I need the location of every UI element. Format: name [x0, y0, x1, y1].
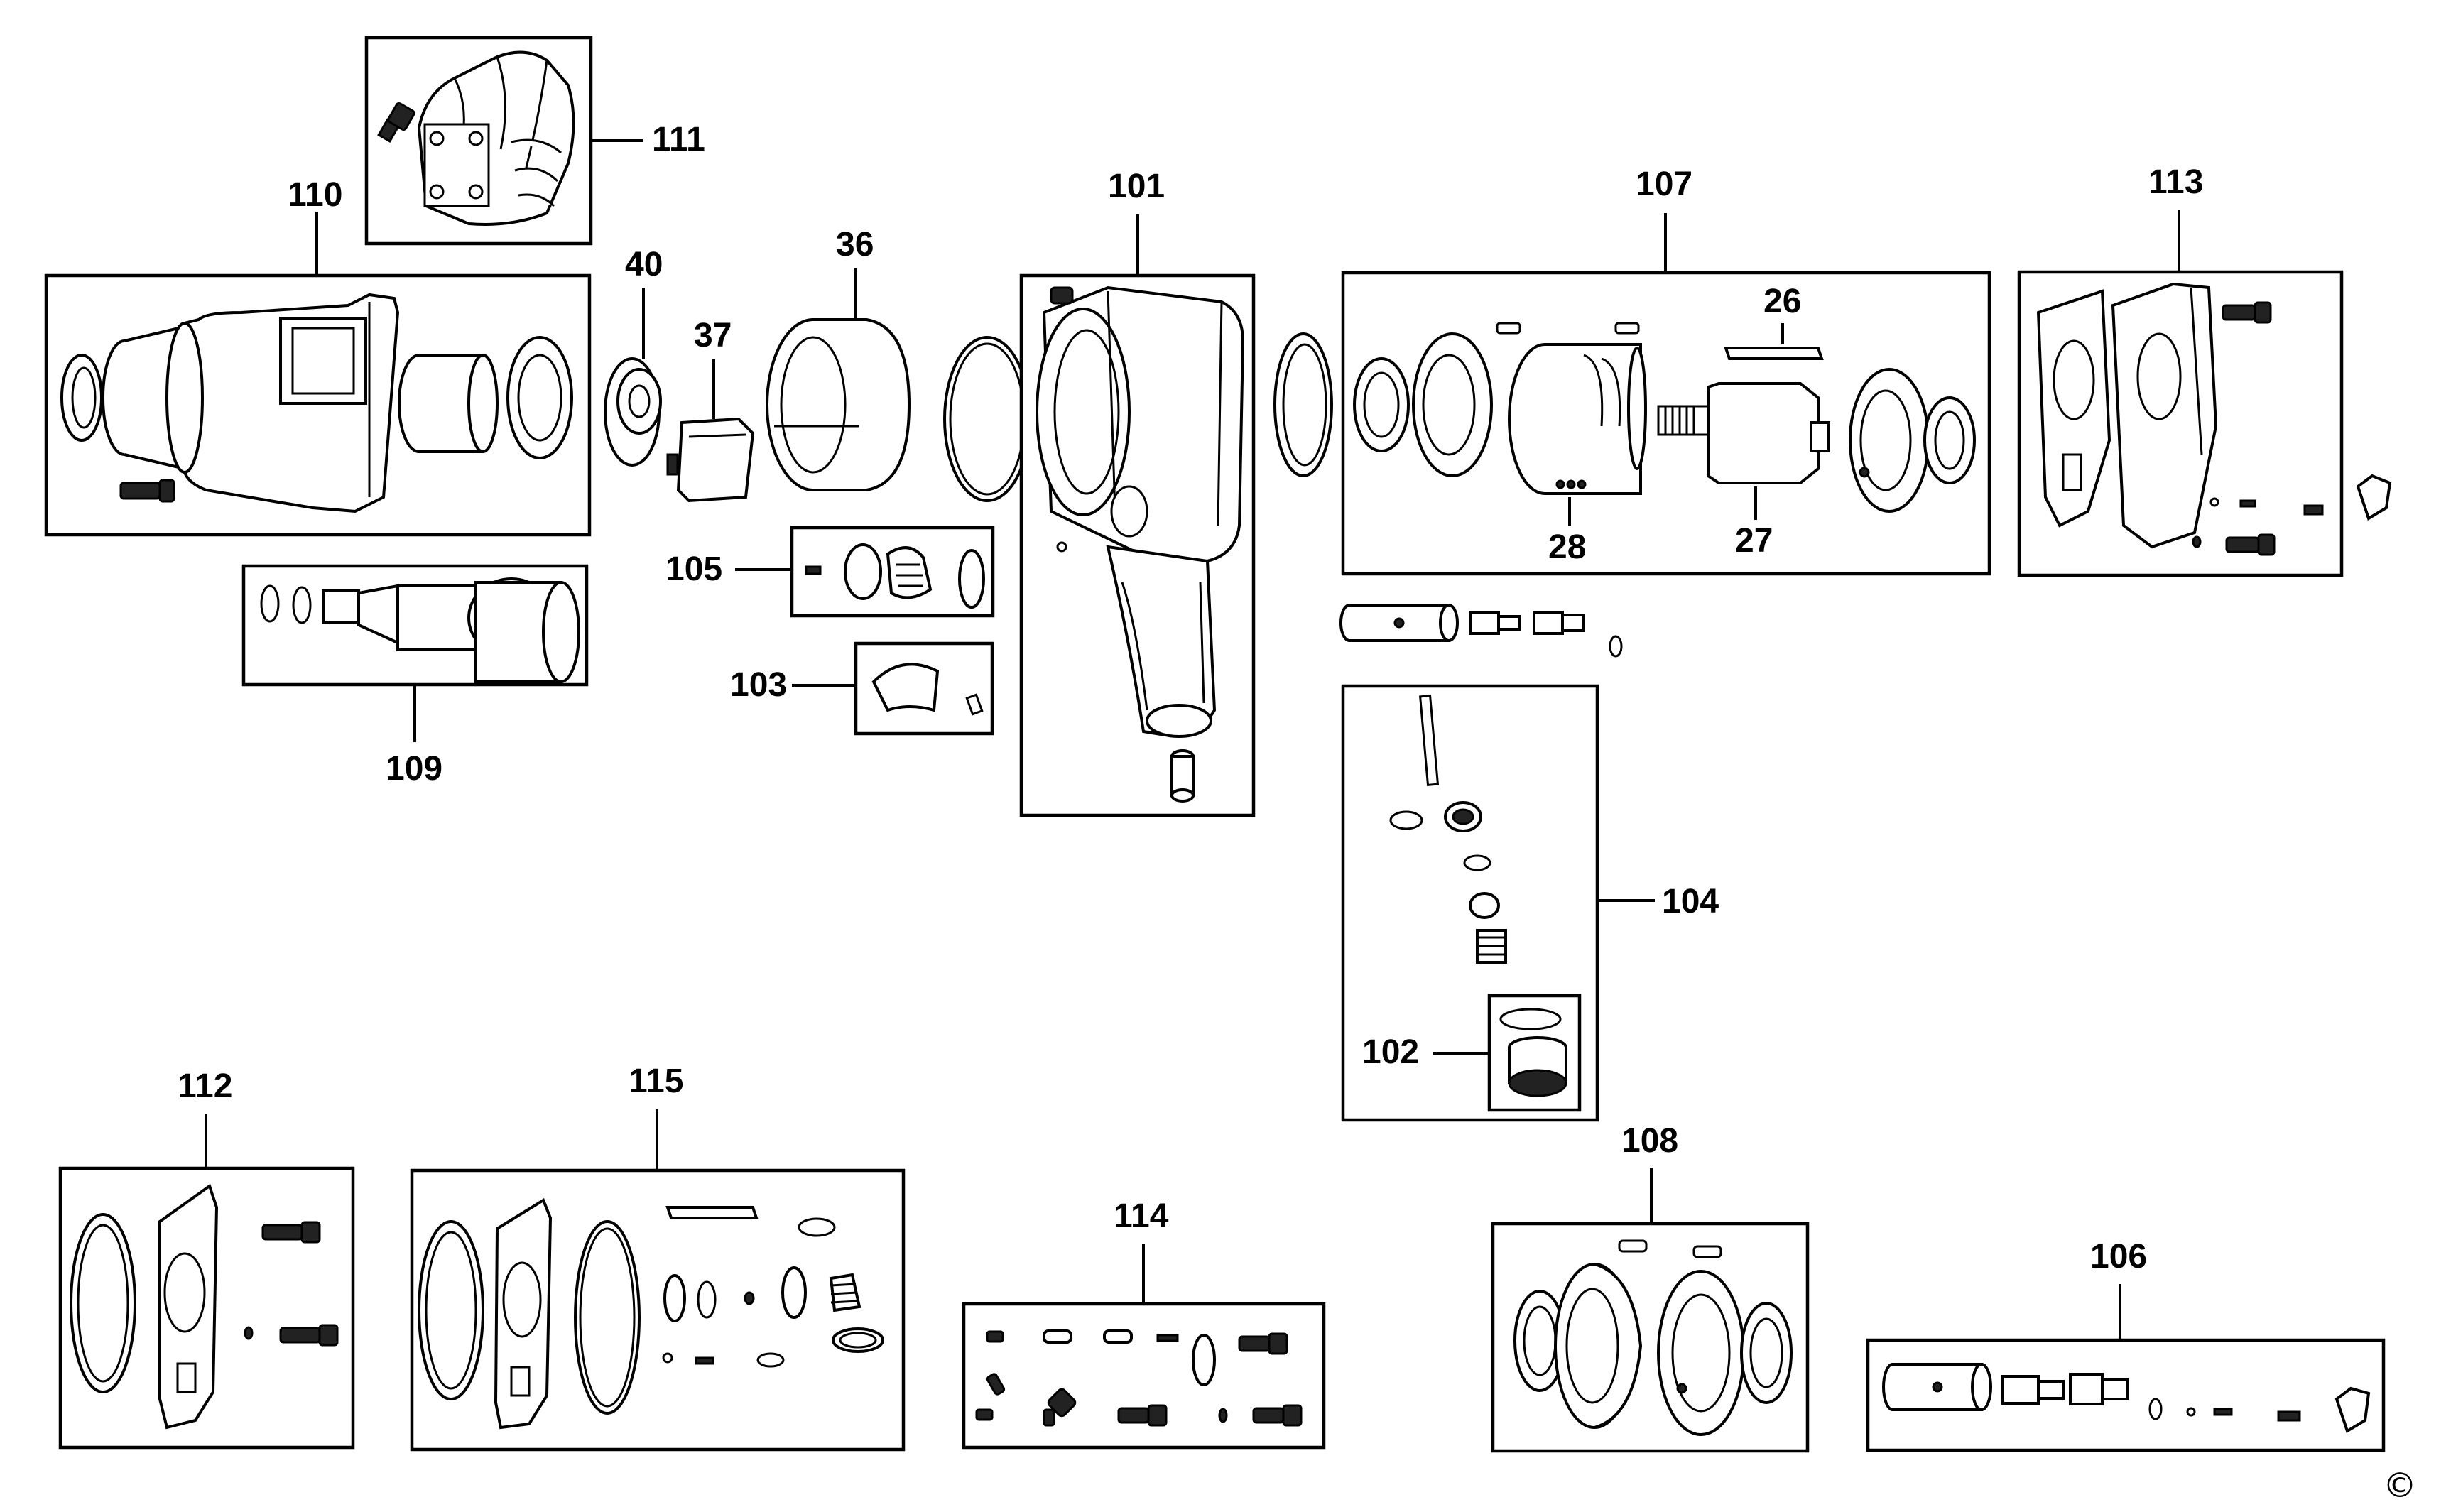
part-group-112: 112 [58, 1067, 355, 1450]
part-group-110: 110 [44, 176, 592, 537]
sleeve-part [398, 354, 499, 453]
callout-105: 105 [665, 550, 722, 588]
part-40: 40 [604, 246, 663, 467]
part-group-111: 111 [364, 36, 705, 246]
callout-27: 27 [1735, 522, 1773, 560]
anvil-part [322, 577, 580, 683]
part-group-106: 106 [1866, 1238, 2386, 1452]
rear-end-plate-part [1412, 332, 1493, 477]
bearing-part-front [1923, 396, 1976, 484]
bearing-part [1353, 357, 1410, 452]
copyright-symbol: © [2383, 1466, 2417, 1506]
callout-101: 101 [1108, 168, 1165, 205]
callout-106: 106 [2090, 1238, 2147, 1276]
front-end-plate-part [1849, 368, 1930, 513]
part-36: 36 [766, 226, 911, 491]
callout-40: 40 [625, 246, 663, 283]
callout-28: 28 [1548, 528, 1586, 566]
callout-108: 108 [1621, 1122, 1678, 1160]
callout-102: 102 [1362, 1033, 1419, 1071]
valve-stem-parts [1339, 604, 1623, 658]
part-37: 37 [666, 317, 755, 503]
part-group-113: 113 [2017, 163, 2392, 577]
callout-26: 26 [1763, 283, 1801, 320]
callout-111: 111 [652, 121, 705, 158]
screw-part-112b [279, 1324, 339, 1347]
screw-part-113b [2225, 533, 2276, 556]
inlet-bushing-part [1170, 749, 1195, 803]
callout-104: 104 [1662, 883, 1719, 920]
callout-109: 109 [386, 750, 442, 788]
callout-36: 36 [836, 226, 874, 263]
gasket-plate-part [158, 1183, 219, 1430]
motor-housing-part [1036, 285, 1245, 738]
part-group-115: 115 [410, 1062, 906, 1452]
back-cap-part [2111, 282, 2218, 549]
gasket-ring-part [70, 1213, 136, 1393]
housing-cover-part [417, 50, 575, 226]
vane-part-26 [1724, 347, 1824, 360]
callout-112: 112 [178, 1067, 232, 1105]
callout-110: 110 [288, 176, 342, 214]
screw-part [377, 102, 415, 143]
screw-part-113a [2222, 301, 2272, 324]
part-group-108: 108 [1491, 1122, 1810, 1453]
cylinder-part-28 [1508, 343, 1647, 495]
callout-113: 113 [2148, 163, 2203, 201]
part-group-114: 114 [962, 1197, 1326, 1450]
callout-114: 114 [1114, 1197, 1169, 1235]
gasket-part [2036, 289, 2111, 528]
callout-107: 107 [1636, 165, 1692, 203]
callout-115: 115 [629, 1062, 683, 1100]
part-group-109: 109 [241, 564, 589, 788]
end-ring-part [1273, 332, 1333, 477]
callout-37: 37 [694, 317, 732, 354]
bolt-part [119, 479, 175, 503]
o-ring-part [943, 336, 1031, 502]
part-group-101: 101 [1019, 168, 1256, 817]
seal-ring-part [60, 354, 103, 442]
callout-103: 103 [730, 666, 787, 704]
part-group-107: 107 28 27 [1341, 165, 1991, 576]
part-group-105: 105 [665, 526, 995, 618]
part-group-103: 103 [730, 641, 994, 736]
bushing-part [506, 336, 573, 459]
part-group-102: 102 [1362, 994, 1582, 1112]
screw-part-112a [261, 1221, 321, 1244]
rotor-part-27 [1657, 382, 1830, 484]
hammer-case-part [102, 293, 400, 513]
